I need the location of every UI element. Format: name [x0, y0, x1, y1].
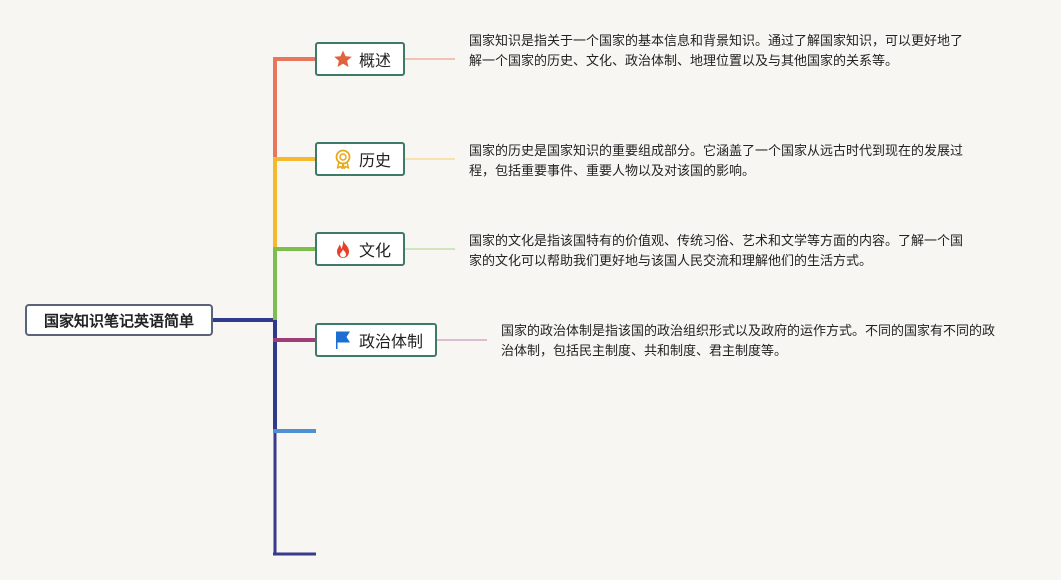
- topic-history[interactable]: 历史: [315, 142, 405, 176]
- topic-label: 历史: [359, 151, 392, 170]
- topic-overview[interactable]: 概述: [315, 42, 405, 76]
- description-politics: 国家的政治体制是指该国的政治组织形式以及政府的运作方式。不同的国家有不同的政治体…: [501, 324, 996, 359]
- root-topic[interactable]: 国家知识笔记英语简单: [25, 304, 213, 336]
- topic-label: 文化: [359, 241, 392, 260]
- topic-culture[interactable]: 文化: [315, 232, 405, 266]
- star-icon: [334, 50, 352, 67]
- flag-icon: [336, 331, 350, 349]
- description-overview: 国家知识是指关于一个国家的基本信息和背景知识。通过了解国家知识，可以更好地了解一…: [469, 34, 964, 69]
- description-culture: 国家的文化是指该国特有的价值观、传统习俗、艺术和文学等方面的内容。了解一个国家的…: [469, 234, 964, 269]
- fire-icon: [337, 240, 349, 258]
- topic-label: 概述: [359, 51, 392, 70]
- description-history: 国家的历史是国家知识的重要组成部分。它涵盖了一个国家从远古时代到现在的发展过程，…: [469, 144, 964, 179]
- topic-politics[interactable]: 政治体制: [315, 323, 437, 357]
- medal-icon: [335, 149, 351, 169]
- topic-label: 政治体制: [359, 332, 424, 351]
